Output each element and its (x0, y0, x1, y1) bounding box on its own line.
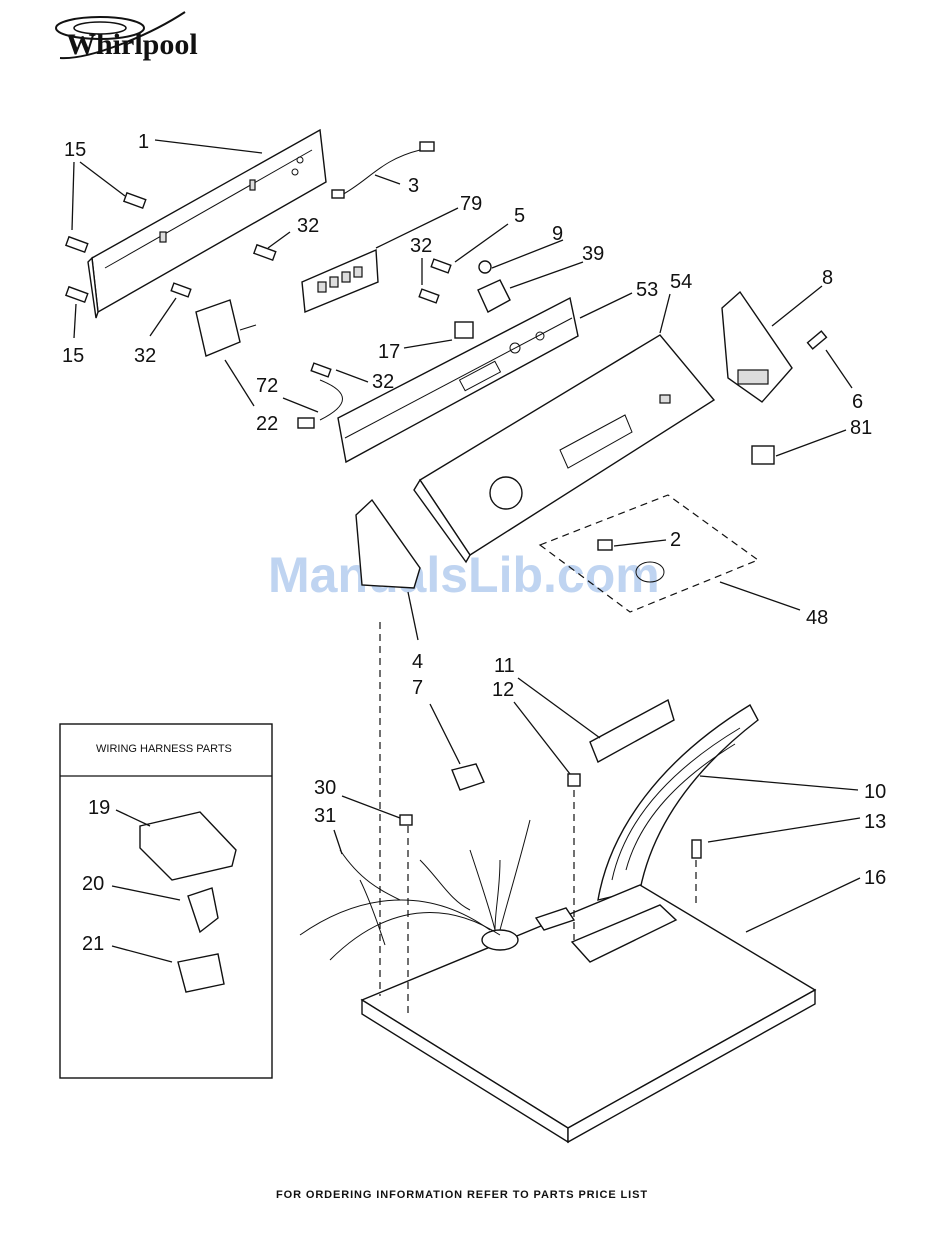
part-1-control-bracket (88, 130, 326, 318)
callout-label: 11 (494, 655, 515, 677)
part-5-terminal (479, 261, 491, 273)
whirlpool-logo: Whirlpool (56, 12, 198, 61)
callout-label: 5 (514, 205, 525, 227)
screw-15-mid (66, 237, 88, 252)
callout-label: 7 (412, 677, 423, 699)
part-79-switch (302, 250, 378, 312)
callout-label: 32 (297, 215, 319, 237)
part-8-end-cap (722, 292, 792, 402)
callout-label: 53 (636, 279, 658, 301)
part-2-knob-clip (598, 540, 612, 550)
callout-label: 3 (408, 175, 419, 197)
screw-32-a (254, 245, 276, 260)
screw-32-e (311, 363, 331, 377)
part-7-connector (452, 764, 484, 790)
callout-label: 1 (138, 131, 149, 153)
callout-label: 72 (256, 375, 278, 397)
callout-label: 16 (864, 867, 886, 889)
callout-label: 4 (412, 651, 423, 673)
brand-logo-text: Whirlpool (66, 28, 198, 61)
callout-label: 15 (64, 139, 86, 161)
callout-label: 13 (864, 811, 886, 833)
screw-6 (808, 331, 827, 349)
screw-32-d (171, 283, 191, 297)
callout-label: 31 (314, 805, 336, 827)
part-39-buzzer (478, 280, 510, 312)
screw-15-bottom (66, 287, 88, 302)
callout-label: 6 (852, 391, 863, 413)
callout-label: 9 (552, 223, 563, 245)
part-4-end-panel (356, 500, 420, 588)
callout-label: 32 (372, 371, 394, 393)
callout-label: 17 (378, 341, 400, 363)
callout-label: 10 (864, 781, 886, 803)
part-72-wire (298, 380, 343, 428)
callout-label: 39 (582, 243, 604, 265)
callout-label: 32 (410, 235, 432, 257)
callout-label: 22 (256, 413, 278, 435)
screw-32-c (419, 289, 439, 303)
callout-label: 79 (460, 193, 482, 215)
part-17-clip (455, 322, 473, 338)
part-81-button (752, 446, 774, 464)
callout-label: 12 (492, 679, 514, 701)
part-22-timer (196, 300, 256, 356)
callout-label: 8 (822, 267, 833, 289)
part-12-clip (568, 774, 580, 786)
callout-label: 81 (850, 417, 872, 439)
wiring-harness-parts-box: WIRING HARNESS PARTS 19 20 21 (60, 724, 272, 1078)
harness-callout: 21 (82, 933, 104, 955)
screw-15-top (124, 193, 146, 208)
callout-label: 2 (670, 529, 681, 551)
part-11-lint-cover (590, 700, 674, 762)
part-30-clip (400, 815, 412, 825)
callout-label: 15 (62, 345, 84, 367)
screw-32-b (431, 259, 451, 273)
harness-callout: 20 (82, 873, 104, 895)
callout-label: 30 (314, 777, 336, 799)
harness-box-title: WIRING HARNESS PARTS (96, 743, 232, 755)
screw-13 (692, 840, 701, 858)
ordering-info-footer: FOR ORDERING INFORMATION REFER TO PARTS … (276, 1189, 648, 1201)
callout-label: 32 (134, 345, 156, 367)
harness-callout: 19 (88, 797, 110, 819)
part-16-top-panel (362, 885, 815, 1142)
callout-label: 48 (806, 607, 828, 629)
callout-label: 54 (670, 271, 692, 293)
